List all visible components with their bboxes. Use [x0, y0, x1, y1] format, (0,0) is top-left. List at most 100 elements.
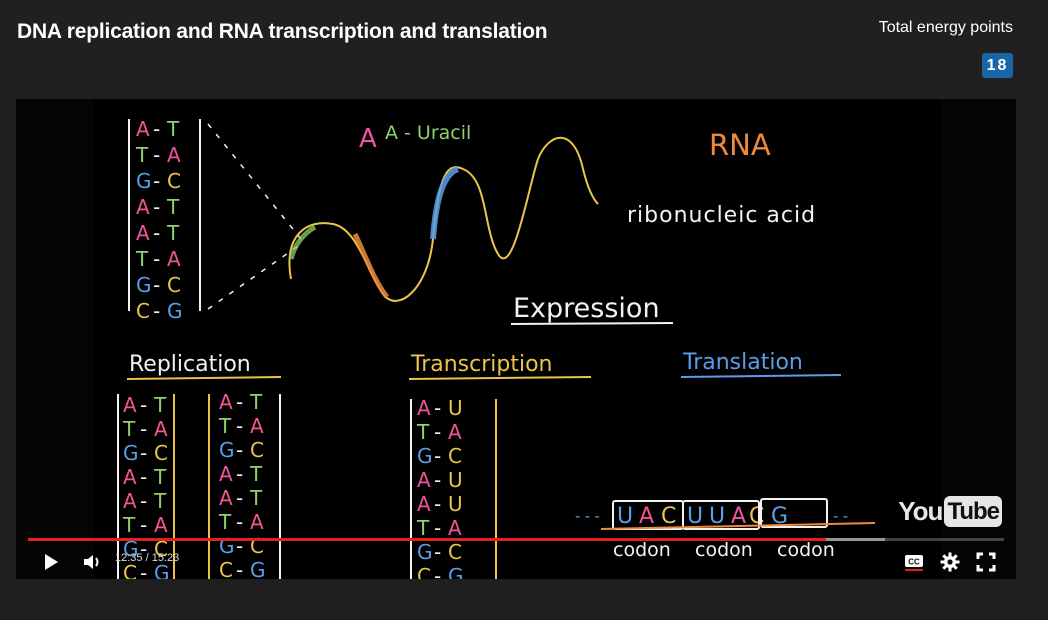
base-left: A: [123, 465, 137, 489]
progress-bar[interactable]: [28, 538, 1004, 541]
bond-dash: -: [140, 441, 147, 465]
base-left: G: [417, 540, 433, 564]
base-left: T: [218, 414, 232, 438]
base-right: C: [448, 444, 462, 468]
base-left: G: [417, 444, 433, 468]
base-left: T: [416, 420, 430, 444]
page-title: DNA replication and RNA transcription an…: [17, 20, 548, 43]
bond-dash: -: [140, 513, 147, 537]
base-right: U: [448, 468, 463, 492]
volume-button[interactable]: [80, 549, 106, 575]
energy-points-badge[interactable]: 18: [982, 53, 1013, 78]
time-display: 12:35 / 15:23: [115, 552, 180, 564]
base-left: A: [123, 393, 137, 417]
bond-dash: -: [236, 414, 243, 438]
base-left: A: [219, 486, 233, 510]
energy-points-label: Total energy points: [878, 19, 1013, 36]
bond-dash: -: [153, 247, 160, 271]
player-controls: 12:35 / 15:23 CC: [16, 545, 1016, 579]
base-left: C: [136, 299, 150, 323]
base-left: C: [123, 561, 137, 579]
svg-text:- - -: - - -: [575, 508, 600, 525]
base-right: T: [166, 221, 180, 245]
fullscreen-icon: [976, 552, 996, 572]
base-right: T: [153, 393, 167, 417]
base-right: A: [250, 414, 264, 438]
youtube-logo-tube: Tube: [944, 496, 1002, 527]
base-right: C: [167, 273, 181, 297]
settings-button[interactable]: [936, 549, 964, 575]
base-right: T: [249, 390, 263, 414]
base-left: T: [135, 247, 149, 271]
codon-base: U: [687, 504, 703, 529]
base-left: A: [136, 117, 150, 141]
bond-dash: -: [140, 393, 147, 417]
captions-text: CC: [908, 558, 920, 567]
bond-dash: -: [140, 561, 147, 579]
bond-dash: -: [434, 540, 441, 564]
note-ribonucleic-acid: ribonucleic acid: [627, 203, 816, 228]
fullscreen-button[interactable]: [972, 549, 1000, 575]
base-left: A: [136, 221, 150, 245]
captions-icon: CC: [905, 555, 923, 571]
youtube-logo-you: You: [898, 496, 943, 526]
bond-dash: -: [236, 438, 243, 462]
base-right: G: [448, 564, 464, 579]
bond-dash: -: [140, 489, 147, 513]
base-right: C: [448, 540, 462, 564]
codon-base: G: [771, 504, 788, 529]
bond-dash: -: [434, 516, 441, 540]
codon-label: codon: [613, 539, 671, 561]
base-left: A: [417, 396, 431, 420]
heading-transcription: Transcription: [410, 352, 553, 377]
base-left: T: [122, 513, 136, 537]
bond-dash: -: [153, 143, 160, 167]
bond-dash: -: [434, 444, 441, 468]
base-right: U: [448, 492, 463, 516]
heading-replication: Replication: [129, 352, 251, 377]
base-left: C: [417, 564, 431, 579]
bond-dash: -: [140, 465, 147, 489]
blackboard-drawing: A-TT-AG-CA-TA-TT-AG-CC-G A A - Uracil RN…: [117, 117, 876, 579]
transcription-pairs: A-UT-AG-CA-UA-UT-AG-CC-G: [416, 396, 464, 579]
gear-icon: [940, 552, 960, 572]
youtube-logo[interactable]: You Tube: [898, 496, 1002, 527]
base-left: C: [219, 558, 233, 579]
base-left: G: [136, 169, 152, 193]
play-icon: [45, 554, 58, 570]
bond-dash: -: [140, 537, 147, 561]
base-left: G: [136, 273, 152, 297]
base-right: C: [154, 537, 168, 561]
base-right: A: [154, 513, 168, 537]
base-right: A: [167, 143, 181, 167]
codon-label: codon: [695, 539, 753, 561]
note-rna: RNA: [709, 128, 771, 162]
base-right: C: [167, 169, 181, 193]
base-left: A: [417, 492, 431, 516]
base-right: C: [250, 438, 264, 462]
codon-base: C: [661, 504, 676, 529]
base-right: G: [250, 558, 266, 579]
base-right: C: [154, 441, 168, 465]
base-right: A: [154, 417, 168, 441]
bond-dash: -: [153, 299, 160, 323]
base-right: G: [167, 299, 183, 323]
captions-button[interactable]: CC: [900, 549, 928, 575]
base-left: A: [136, 195, 150, 219]
bond-dash: -: [153, 221, 160, 245]
base-left: T: [218, 510, 232, 534]
bond-dash: -: [236, 534, 243, 558]
codon-base: U: [709, 504, 725, 529]
base-left: T: [416, 516, 430, 540]
base-left: T: [122, 417, 136, 441]
play-button[interactable]: [38, 549, 64, 575]
base-right: A: [448, 420, 462, 444]
dna-base-pairs: A-TT-AG-CA-TA-TT-AG-CC-G: [135, 117, 183, 323]
base-right: T: [166, 195, 180, 219]
bond-dash: -: [236, 558, 243, 579]
heading-expression: Expression: [513, 293, 660, 324]
